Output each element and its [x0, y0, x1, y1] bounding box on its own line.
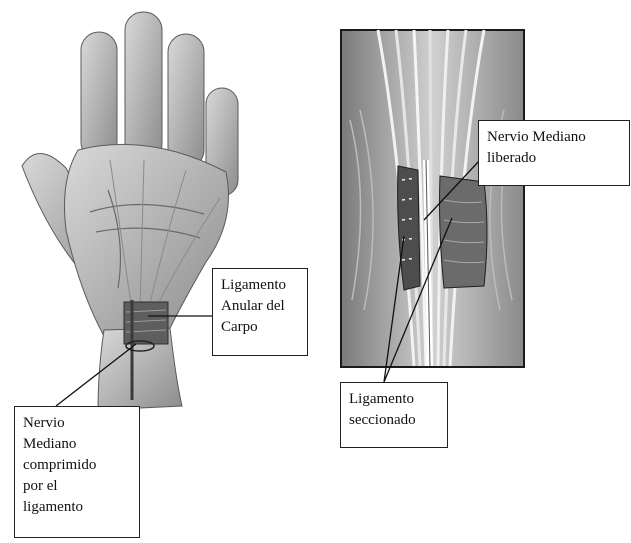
- label-nervio-mediano-liberado: Nervio Mediano liberado: [478, 120, 630, 186]
- label-line: Nervio: [23, 413, 131, 434]
- label-line: por el: [23, 476, 131, 497]
- label-line: ligamento: [23, 497, 131, 518]
- label-line: Mediano: [23, 434, 131, 455]
- label-line: Anular del: [221, 296, 299, 317]
- label-line: Ligamento: [349, 389, 439, 410]
- label-line: Carpo: [221, 317, 299, 338]
- hand-illustration: [22, 12, 238, 410]
- label-line: Ligamento: [221, 275, 299, 296]
- label-ligamento-anular-del-carpo: Ligamento Anular del Carpo: [212, 268, 308, 356]
- label-line: liberado: [487, 148, 621, 169]
- surgical-view-panel: [341, 30, 524, 367]
- label-ligamento-seccionado: Ligamento seccionado: [340, 382, 448, 448]
- label-line: seccionado: [349, 410, 439, 431]
- label-nervio-mediano-comprimido: Nervio Mediano comprimido por el ligamen…: [14, 406, 140, 538]
- label-line: Nervio Mediano: [487, 127, 621, 148]
- label-line: comprimido: [23, 455, 131, 476]
